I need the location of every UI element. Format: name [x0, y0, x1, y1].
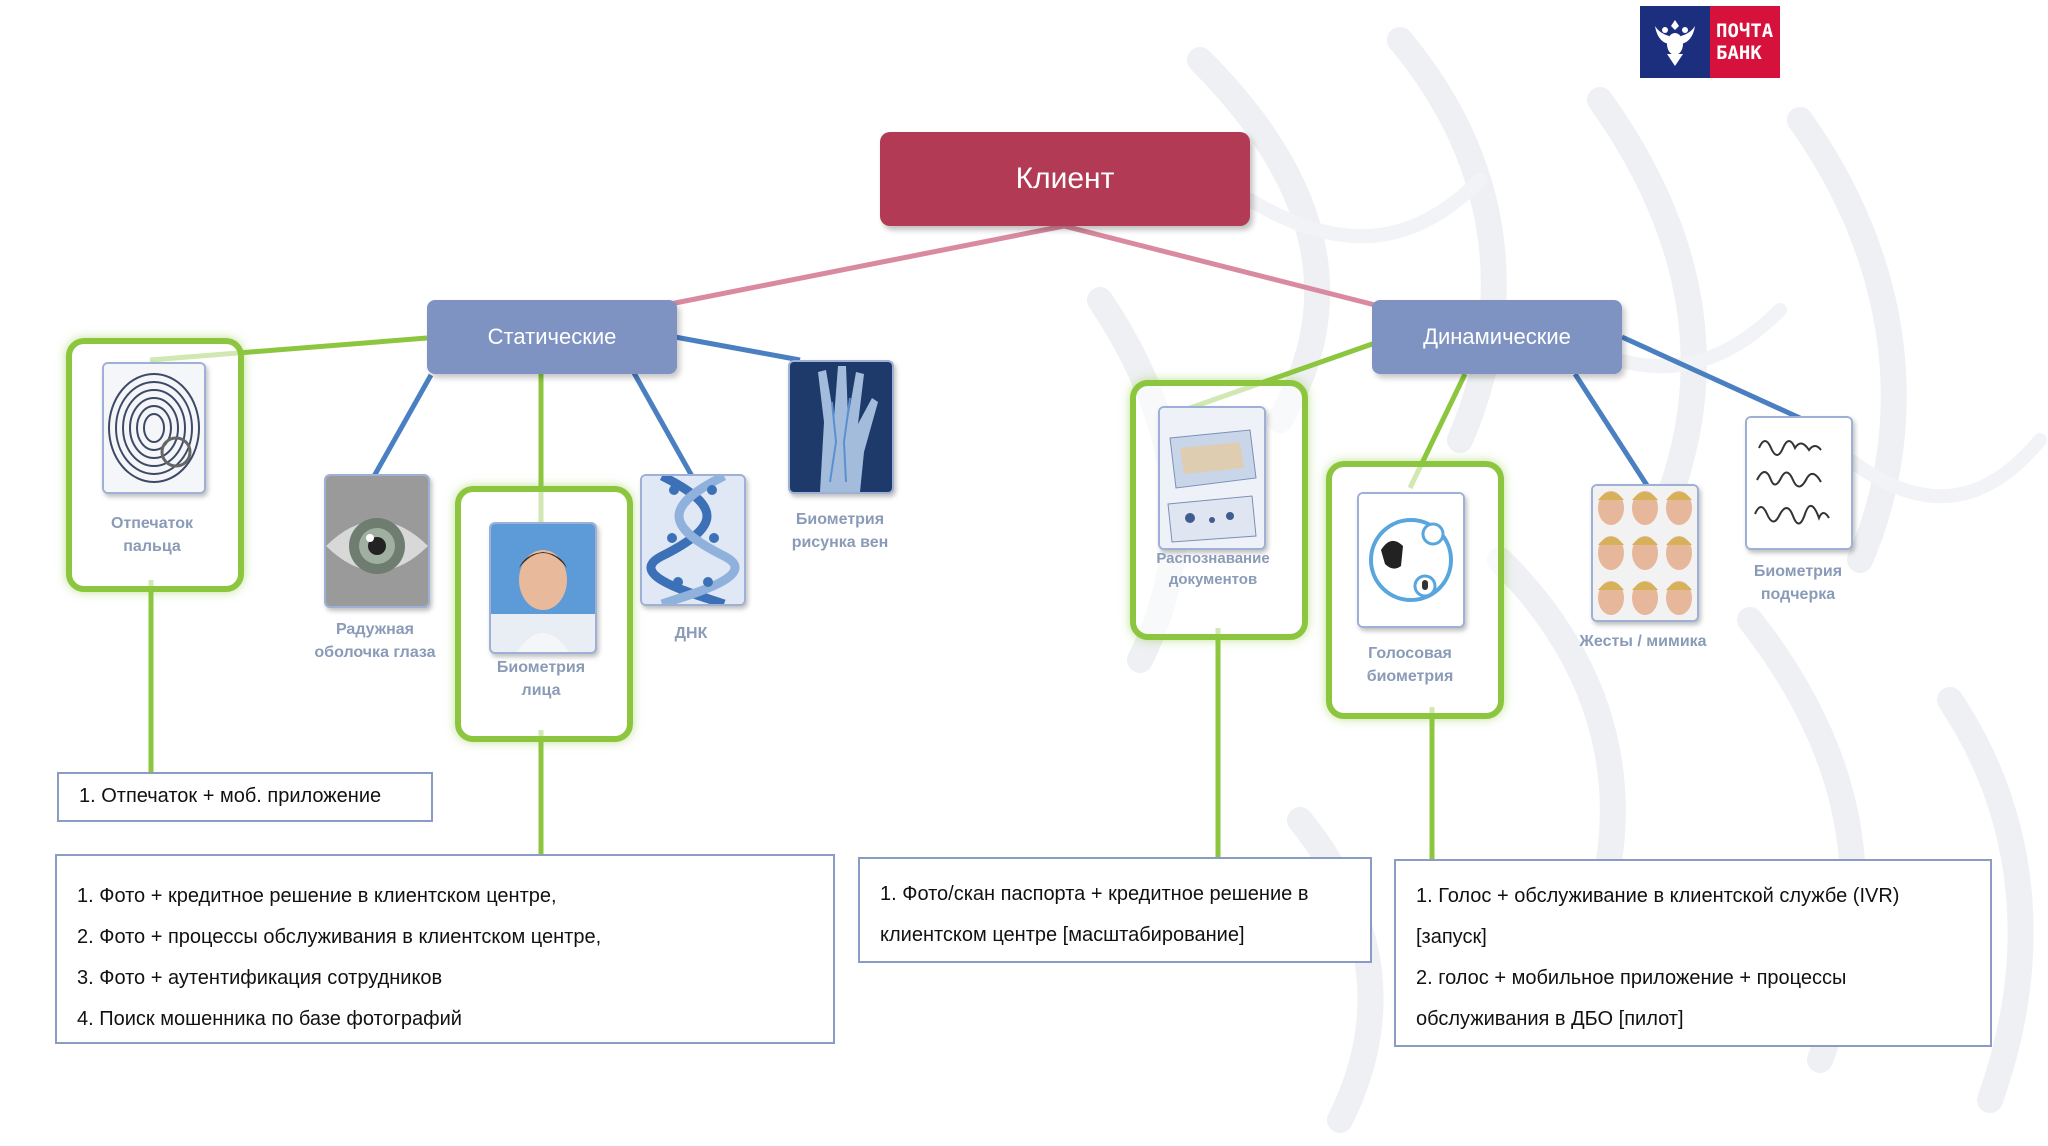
link-root-static [664, 223, 1065, 308]
tile-veins [788, 360, 894, 494]
usecase-fingerprint-line-1: 1. Отпечаток + моб. приложение [79, 785, 382, 807]
tile-gestures [1591, 484, 1699, 622]
label-documents: Распознавание документов [1156, 550, 1270, 588]
usecase-voice-line-1: 1. Голос + обслуживание в клиентской слу… [1416, 885, 1900, 907]
tile-fingerprint [102, 362, 206, 494]
root-node-client: Клиент [880, 132, 1250, 226]
usecase-face-line-4: 4. Поиск мошенника по базе фотографий [77, 1008, 462, 1030]
usecase-face-line-3: 3. Фото + аутентификация сотрудников [77, 967, 443, 989]
usecase-face-line-1: 1. Фото + кредитное решение в клиентском… [77, 885, 557, 907]
logo-text-line2: БАНК [1716, 42, 1762, 64]
handwriting-icon [1747, 418, 1851, 548]
label-dna: ДНК [674, 625, 708, 642]
usecase-voice-line-2: [запуск] [1416, 926, 1487, 948]
eye-iris-icon [326, 476, 428, 606]
tile-handwriting [1745, 416, 1853, 550]
tile-documents [1158, 406, 1266, 550]
face-portrait-icon [491, 524, 595, 652]
category-static-label: Статические [487, 324, 617, 349]
facial-expressions-icon [1593, 486, 1697, 620]
category-static: Статические [427, 300, 677, 374]
link-dynamic-gestures [1572, 372, 1653, 492]
link-root-dynamic [1063, 223, 1376, 308]
category-dynamic-label: Динамические [1423, 324, 1571, 349]
pochta-bank-logo: ПОЧТА БАНК [1640, 6, 1780, 78]
label-voice: Голосовая биометрия [1366, 645, 1454, 685]
link-static-dna [631, 371, 696, 480]
link-static-iris [370, 373, 434, 480]
usecase-box-voice: 1. Голос + обслуживание в клиентской слу… [1394, 859, 1992, 1047]
label-handwriting: Биометрия подчерка [1753, 563, 1843, 603]
tile-iris [324, 474, 430, 608]
tile-voice [1357, 492, 1465, 628]
usecase-documents-line-1: 1. Фото/скан паспорта + кредитное решени… [880, 883, 1309, 905]
usecase-box-documents: 1. Фото/скан паспорта + кредитное решени… [858, 857, 1372, 963]
logo-text-line1: ПОЧТА [1716, 20, 1774, 42]
label-iris: Радужная оболочка глаза [314, 621, 436, 661]
document-scan-icon [1160, 408, 1264, 548]
label-face: Биометрия лица [496, 659, 586, 699]
link-static-veins [674, 334, 801, 363]
usecase-box-face: 1. Фото + кредитное решение в клиентском… [55, 854, 835, 1044]
label-gestures: Жесты / мимика [1579, 633, 1707, 650]
hand-veins-icon [790, 362, 892, 492]
category-dynamic: Динамические [1372, 300, 1622, 374]
label-fingerprint: Отпечаток пальца [110, 515, 194, 555]
label-veins: Биометрия рисунка вен [791, 511, 889, 551]
usecase-voice-line-3: 2. голос + мобильное приложение + процес… [1416, 967, 1847, 989]
usecase-face-line-2: 2. Фото + процессы обслуживания в клиент… [77, 926, 602, 948]
usecase-documents-line-2: клиентском центре [масштабирование] [880, 924, 1245, 946]
voice-speaker-icon [1359, 494, 1463, 626]
root-node-label: Клиент [1015, 162, 1115, 195]
tile-face [489, 522, 597, 654]
double-headed-eagle-icon [1640, 6, 1710, 78]
logo-wordmark: ПОЧТА БАНК [1710, 6, 1780, 78]
link-dynamic-handwriting [1620, 334, 1802, 421]
fingerprint-icon [104, 364, 204, 492]
tile-dna [640, 474, 746, 606]
usecase-box-fingerprint: 1. Отпечаток + моб. приложение [57, 772, 433, 822]
usecase-voice-line-4: обслуживания в ДБО [пилот] [1416, 1008, 1684, 1030]
dna-helix-icon [642, 476, 744, 604]
